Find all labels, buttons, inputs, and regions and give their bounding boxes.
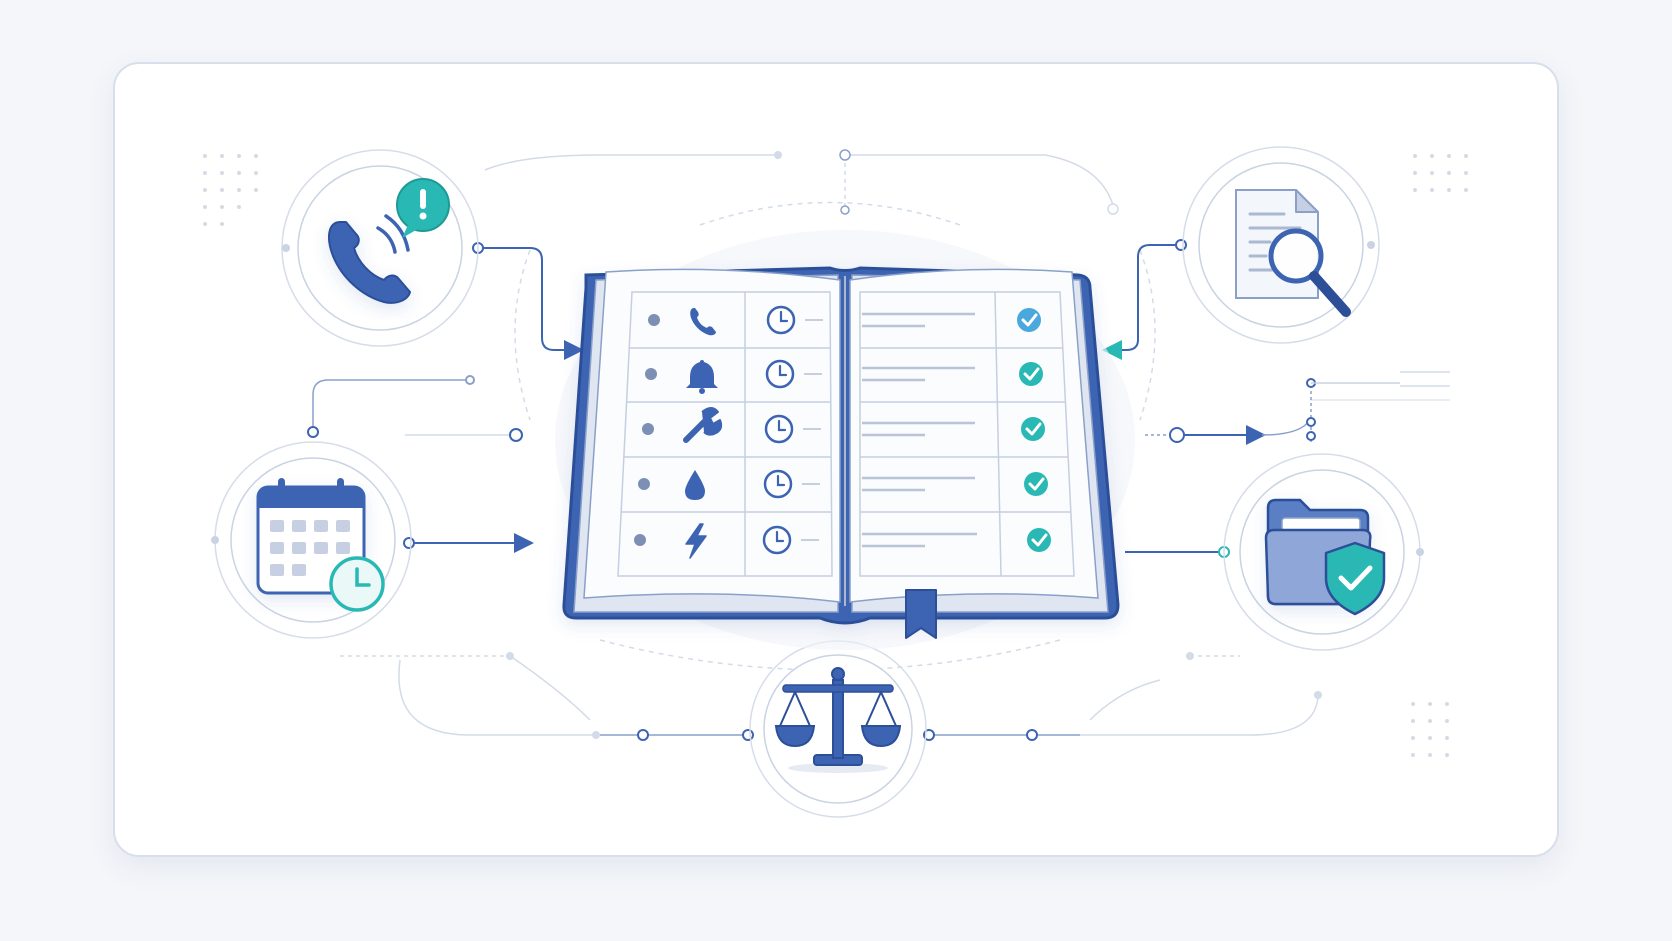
node-document-review	[1182, 146, 1380, 344]
calendar-clock-icon	[256, 478, 385, 612]
document-search-icon	[1235, 189, 1351, 317]
clock-icon	[765, 359, 795, 389]
balance-scale-icon	[774, 667, 902, 773]
check-icon	[1017, 308, 1041, 332]
bell-icon	[686, 360, 718, 394]
clock-icon	[766, 305, 796, 335]
node-secure-records	[1223, 453, 1424, 651]
node-compliance	[749, 640, 927, 818]
phone-alert-icon	[327, 178, 450, 304]
wrench-icon	[683, 407, 723, 443]
background-connectors	[340, 149, 1450, 736]
water-drop-icon	[685, 470, 705, 500]
log-row	[634, 523, 1051, 559]
clock-icon	[762, 525, 792, 555]
check-icon	[1027, 528, 1051, 552]
lightning-icon	[685, 523, 707, 559]
check-icon	[1019, 362, 1043, 386]
log-row	[638, 469, 1048, 500]
log-row	[648, 305, 1041, 336]
phone-icon	[690, 308, 716, 336]
clock-icon	[763, 469, 793, 499]
dot-grid-bottom-right	[1411, 702, 1449, 757]
log-row	[645, 359, 1043, 394]
check-icon	[1024, 472, 1048, 496]
node-emergency-call	[281, 149, 479, 347]
clock-icon	[764, 414, 794, 444]
folder-shield-icon	[1264, 498, 1386, 616]
dot-grid-top-right	[1413, 154, 1468, 192]
dot-grid-top-left	[203, 154, 258, 226]
node-logbook	[555, 230, 1135, 650]
node-scheduling	[211, 441, 412, 639]
check-icon	[1021, 417, 1045, 441]
log-row	[642, 407, 1045, 444]
open-book-icon	[562, 266, 1120, 639]
